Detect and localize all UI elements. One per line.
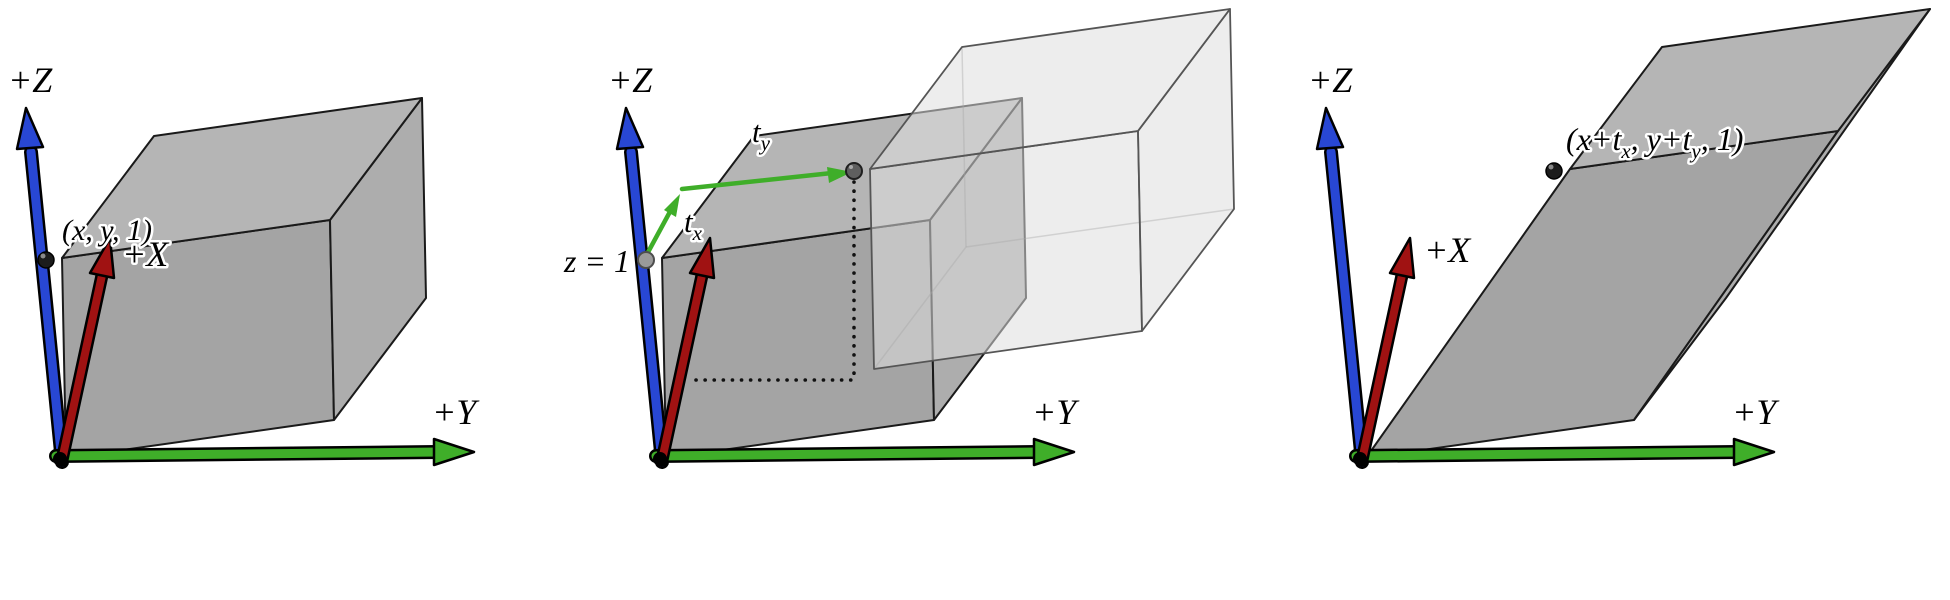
ty-arrow-shaft xyxy=(679,170,835,192)
z-axis-label: +Z xyxy=(608,60,653,100)
x-axis-arrowhead-icon xyxy=(688,236,716,280)
tx-arrowhead-icon xyxy=(664,194,680,217)
ghost-top-face xyxy=(869,8,1231,170)
origin-dot xyxy=(653,452,667,466)
panel-translation: +Z +Y z = 1 tx ty xyxy=(560,8,1235,469)
ty-label: ty xyxy=(752,114,771,155)
point-label: (x, y, 1) xyxy=(62,214,152,247)
y-axis-arrowhead-icon xyxy=(1732,437,1776,467)
y-axis-shaft xyxy=(1351,447,1743,461)
y-axis-label: +Y xyxy=(1732,392,1780,432)
sheared-box-top-face xyxy=(1569,8,1931,170)
z-axis-shaft xyxy=(626,147,667,467)
y-axis-label: +Y xyxy=(1032,392,1080,432)
new-point-highlight xyxy=(849,165,853,169)
z-axis-shaft xyxy=(26,147,67,467)
y-axis-shaft xyxy=(51,447,443,461)
panel-original: +Z +Y +X (x, y, 1) xyxy=(6,58,483,469)
x-axis-shaft xyxy=(658,262,708,464)
origin-dot xyxy=(53,452,67,466)
y-axis-label: +Y xyxy=(432,392,480,432)
box-top-face xyxy=(61,97,423,259)
tx-arrow-shaft xyxy=(643,205,675,259)
origin-dot xyxy=(1353,452,1367,466)
ghost-box xyxy=(869,8,1235,370)
point-dot xyxy=(37,251,55,269)
point-dot-highlight xyxy=(1548,164,1554,170)
x-axis-label: +X xyxy=(122,234,170,274)
x-axis-shaft xyxy=(1358,262,1408,464)
x-axis-arrowhead-icon xyxy=(88,236,116,280)
new-point-dot xyxy=(845,162,863,180)
z-axis-label: +Z xyxy=(1308,60,1353,100)
y-axis-shaft xyxy=(651,447,1043,461)
y-axis-arrowhead-icon xyxy=(432,437,476,467)
x-axis-shaft xyxy=(58,262,108,464)
ghost-front-face xyxy=(869,130,1143,370)
panel-result: +Z +Y +X (x+tx, y+ty, 1) xyxy=(1306,8,1931,469)
z-axis-shaft xyxy=(1326,147,1367,467)
point-dot-highlight xyxy=(40,253,46,259)
x-axis-label: +X xyxy=(1424,230,1472,270)
z-axis-label: +Z xyxy=(8,60,53,100)
x-axis-arrowhead-icon xyxy=(1388,236,1416,280)
point-label: (x+tx, y+ty, 1) xyxy=(1566,121,1743,163)
z-axis-arrowhead-icon xyxy=(615,106,645,151)
plane-z1-label: z = 1 xyxy=(563,243,630,279)
z-axis-arrowhead-icon xyxy=(1315,106,1345,151)
old-point-dot xyxy=(637,251,655,269)
y-axis-arrowhead-icon xyxy=(1032,437,1076,467)
z-axis-arrowhead-icon xyxy=(15,106,45,151)
point-dot xyxy=(1545,162,1563,180)
